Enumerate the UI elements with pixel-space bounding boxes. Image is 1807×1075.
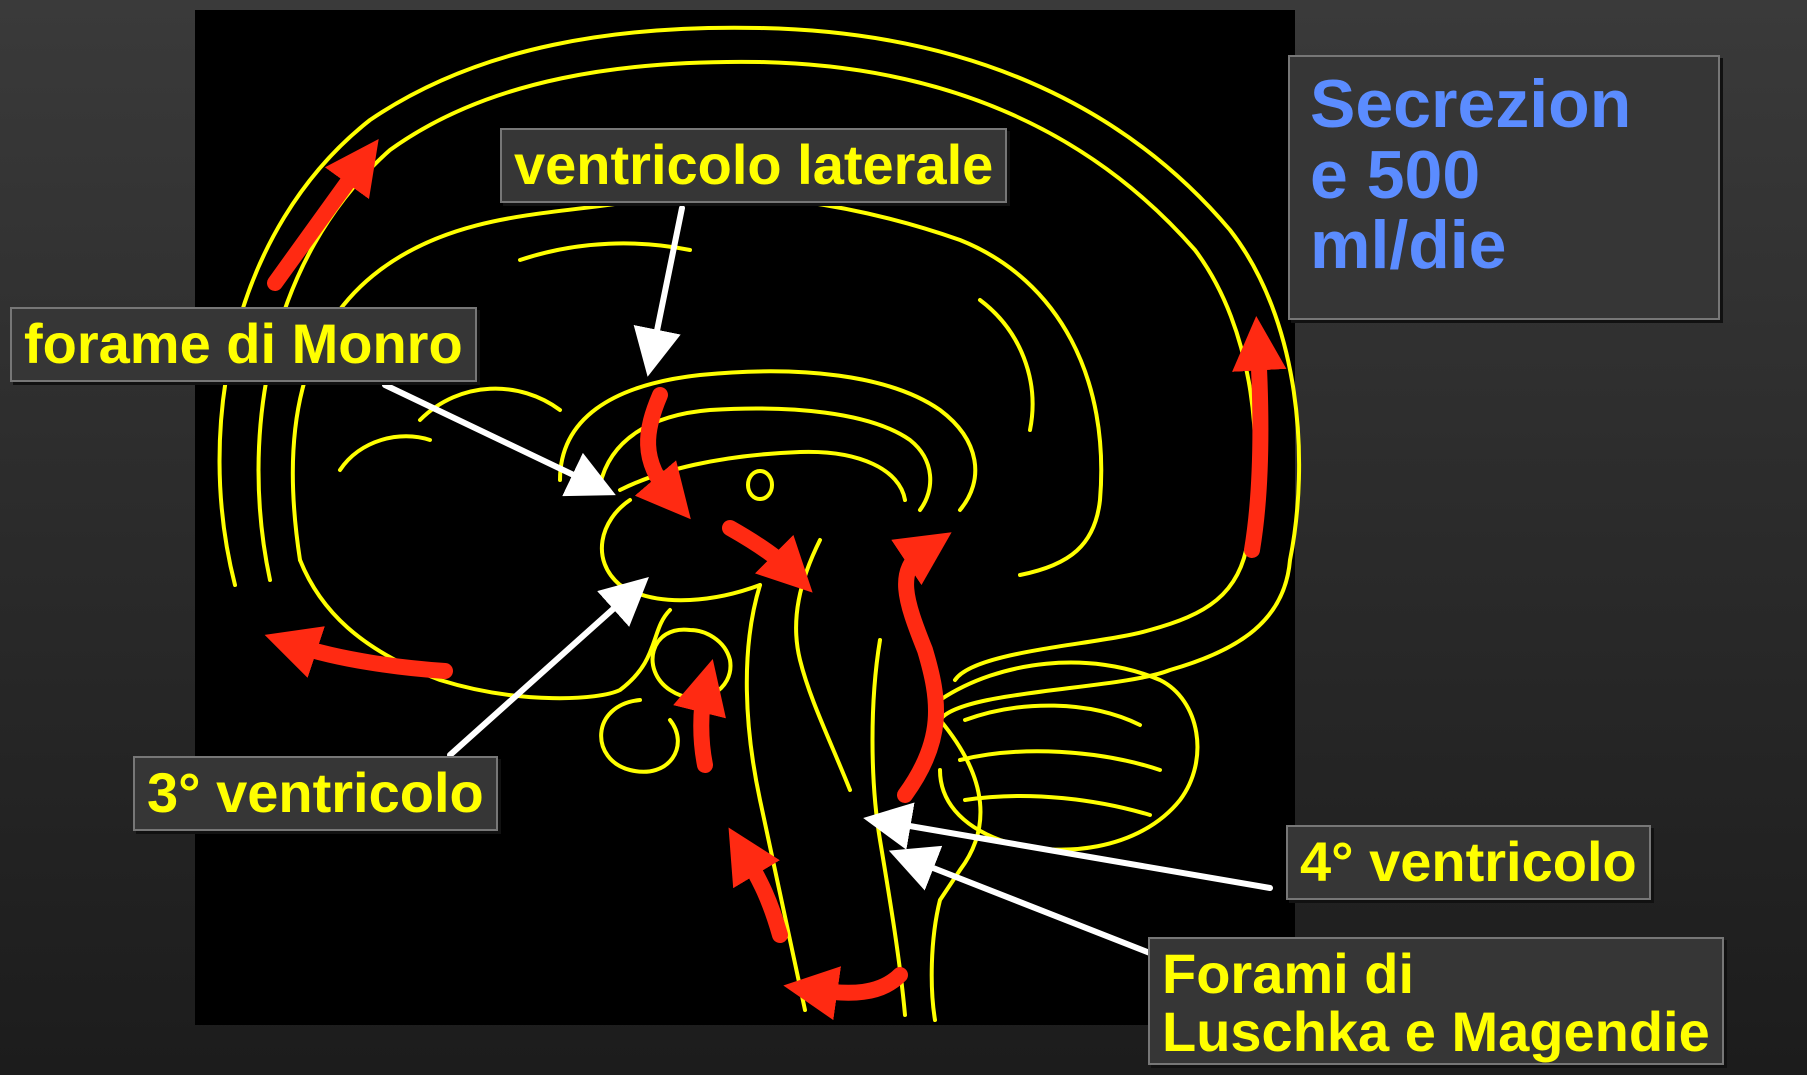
label-fourth-ventricle: 4° ventricolo [1286,825,1651,900]
pointer-lateral-ventricle [650,208,682,365]
secretion-note-line1: Secrezion [1310,69,1698,140]
label-foramina-line2: Luschka e Magendie [1162,1003,1710,1061]
pointer-fourth-ventricle [875,820,1270,888]
csf-flow-arrows [275,165,1260,993]
label-foramina-line1: Forami di [1162,945,1710,1003]
flow-arrow-posterior-up [1252,348,1260,550]
label-foramina-luschka-magendie: Forami di Luschka e Magendie [1148,937,1724,1065]
secretion-note-line3: ml/die [1310,210,1698,281]
flow-arrow-frontal-base [295,645,445,671]
flow-arrow-third-ventricle [730,528,790,570]
label-lateral-ventricle: ventricolo laterale [500,128,1007,203]
flow-arrow-lateral-ventricle [648,395,670,495]
pointer-third-ventricle [450,585,640,755]
secretion-note: Secrezion e 500 ml/die [1288,55,1720,320]
secretion-note-line2: e 500 [1310,140,1698,211]
label-foramen-monro: forame di Monro [10,307,477,382]
label-third-ventricle: 3° ventricolo [133,756,498,831]
flow-arrow-spinal-base [815,975,900,993]
flow-arrow-pituitary-up [701,690,705,765]
flow-arrow-fourth-ventricle [905,550,936,795]
flow-arrow-frontal-up [275,165,360,283]
pointer-arrows [385,208,1270,955]
